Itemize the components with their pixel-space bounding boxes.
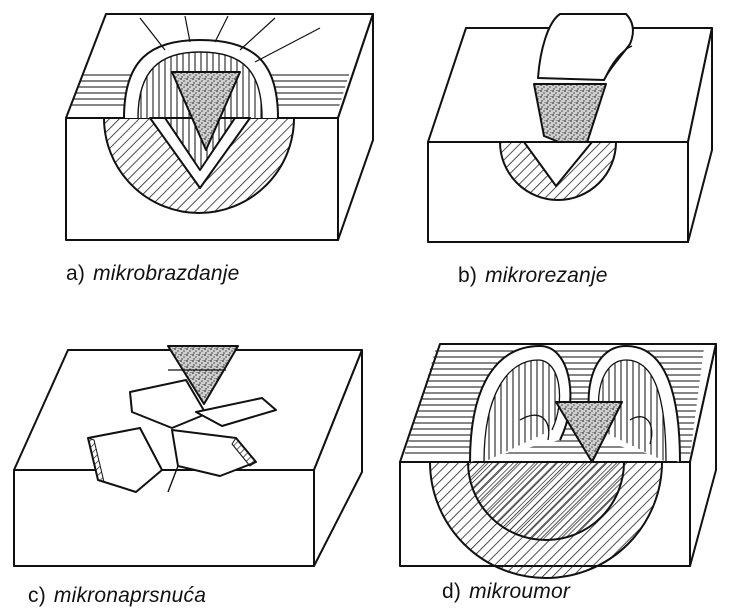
panel-c-microcracking	[14, 346, 362, 566]
caption-c-term: mikronaprsnuća	[54, 584, 206, 607]
caption-c: c) mikronaprsnuća	[28, 584, 206, 608]
caption-c-letter: c)	[28, 584, 46, 607]
caption-a-letter: a)	[66, 262, 85, 285]
panel-b-microcutting	[428, 14, 712, 242]
caption-d: d) mikroumor	[442, 580, 570, 604]
block-c-front	[14, 470, 314, 566]
caption-b-letter: b)	[458, 264, 477, 287]
caption-d-term: mikroumor	[469, 580, 570, 603]
caption-b-term: mikrorezanje	[485, 264, 608, 287]
caption-d-letter: d)	[442, 580, 461, 603]
caption-b: b) mikrorezanje	[458, 264, 608, 288]
panel-d-microfatigue	[400, 344, 716, 578]
caption-a: a) mikrobrazdanje	[66, 262, 239, 286]
panel-a-microploughing	[66, 14, 373, 240]
caption-a-term: mikrobrazdanje	[93, 262, 239, 285]
